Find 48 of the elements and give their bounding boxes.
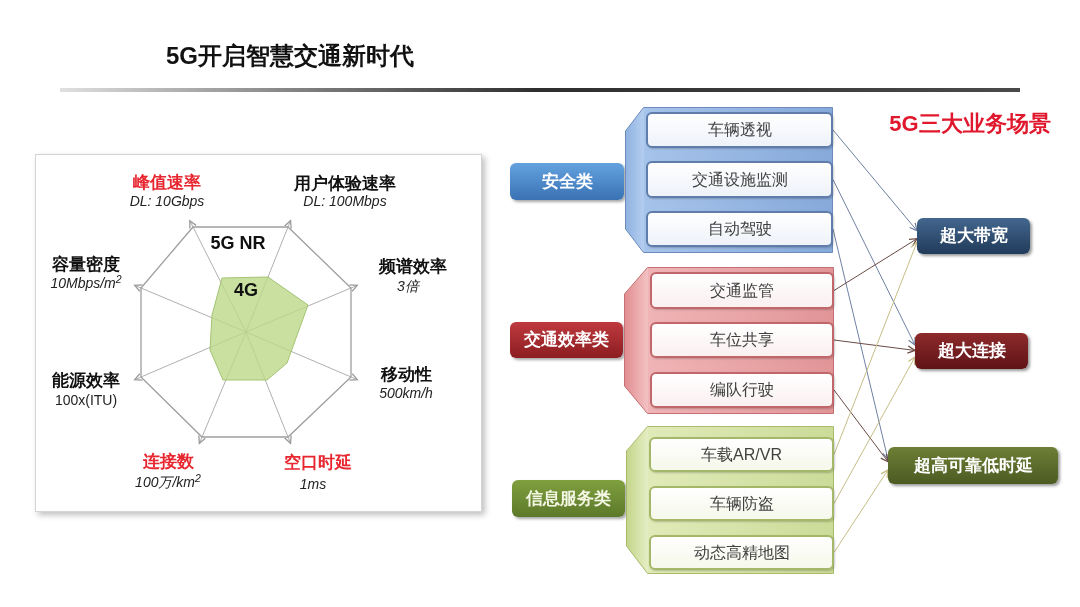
category-label: 交通效率类 bbox=[510, 322, 623, 358]
metric-value: 10Mbps/m$^{2}$ bbox=[50, 276, 122, 290]
category-label: 安全类 bbox=[510, 163, 624, 200]
scenario-box: 自动驾驶 bbox=[646, 211, 833, 247]
metric-name: 空口时延 bbox=[284, 453, 352, 471]
group-panel bbox=[626, 426, 834, 574]
connector-arrow bbox=[832, 129, 918, 232]
service-box: 超大带宽 bbox=[917, 218, 1030, 254]
connector-arrow bbox=[833, 469, 889, 553]
connector-arrow bbox=[833, 339, 916, 354]
service-box: 超高可靠低时延 bbox=[888, 447, 1058, 484]
metric-name: 连接数 bbox=[142, 452, 194, 470]
metric-value: 1ms bbox=[299, 477, 327, 491]
metric-value: 100x(ITU) bbox=[54, 393, 118, 407]
service-box: 超大连接 bbox=[915, 333, 1028, 369]
radar-octagon bbox=[140, 226, 352, 438]
metric-name: 移动性 bbox=[380, 365, 432, 383]
scenario-box: 车载AR/VR bbox=[649, 437, 834, 472]
section-heading: 5G三大业务场景 bbox=[889, 113, 1051, 135]
metric-value: DL: 100Mbps bbox=[303, 194, 387, 208]
page-title: 5G开启智慧交通新时代 bbox=[166, 41, 414, 71]
metric-value: DL: 10Gbps bbox=[129, 194, 205, 208]
scenario-box: 交通监管 bbox=[650, 272, 834, 309]
metric-name: 用户体验速率 bbox=[294, 174, 396, 192]
metric-value: 500km/h bbox=[379, 386, 433, 400]
metric-value: 3倍 bbox=[397, 279, 419, 293]
metric-value: 100万/km$^{2}$ bbox=[135, 475, 201, 489]
metric-name: 容量密度 bbox=[52, 255, 120, 273]
scenario-box: 车位共享 bbox=[650, 322, 834, 358]
scenario-box: 动态高精地图 bbox=[649, 535, 834, 570]
scenario-box: 编队行驶 bbox=[650, 372, 834, 408]
series-label: 5G NR bbox=[210, 231, 266, 255]
scenario-box: 车辆防盗 bbox=[649, 486, 834, 521]
scenario-box: 交通设施监测 bbox=[646, 161, 833, 198]
metric-name: 峰值速率 bbox=[133, 173, 201, 191]
metric-name: 频谱效率 bbox=[379, 257, 447, 275]
series-label: 4G bbox=[234, 278, 258, 302]
connector-arrow bbox=[833, 389, 889, 463]
radar-4g-area bbox=[208, 276, 310, 382]
connector-arrow bbox=[833, 241, 919, 455]
connector-arrow bbox=[832, 179, 916, 346]
category-label: 信息服务类 bbox=[512, 480, 625, 517]
scenario-box: 车辆透视 bbox=[646, 112, 833, 148]
group-panel bbox=[625, 107, 833, 253]
group-panel bbox=[624, 267, 834, 414]
connector-arrow bbox=[833, 356, 916, 504]
metric-name: 能源效率 bbox=[52, 371, 120, 389]
connector-arrow bbox=[833, 238, 918, 291]
